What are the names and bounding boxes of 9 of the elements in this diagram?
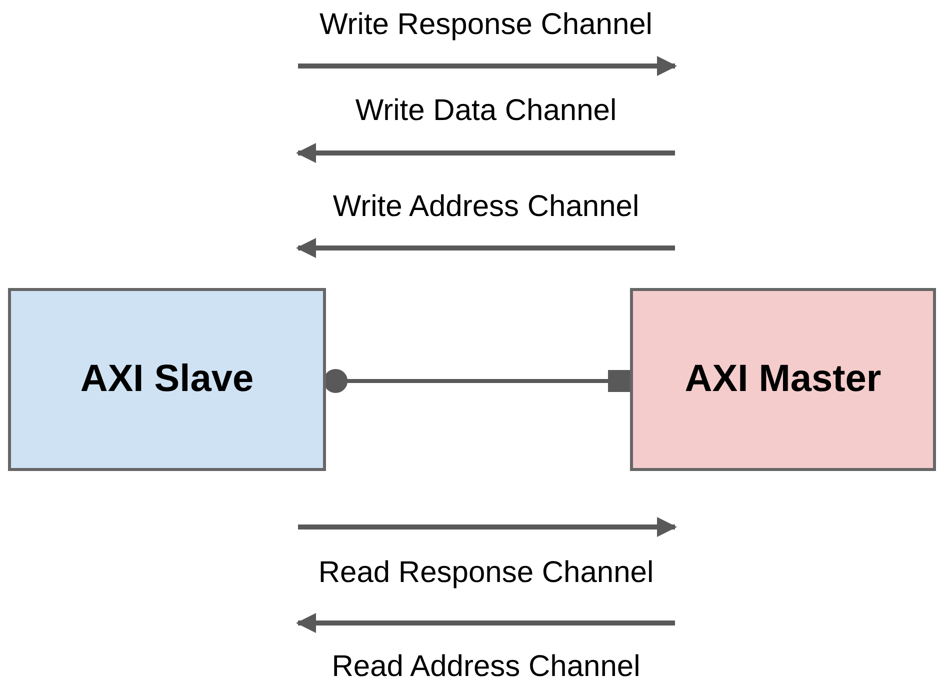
channel-label: Write Data Channel (355, 93, 617, 129)
channel-label: Read Address Channel (332, 649, 640, 679)
channel-label: Read Response Channel (318, 555, 654, 591)
channel-label: Write Response Channel (320, 7, 652, 43)
channel-label: Write Address Channel (332, 189, 640, 225)
box-title: AXI Master (684, 357, 882, 402)
component-box (630, 288, 936, 471)
component-box (8, 288, 326, 471)
box-title: AXI Slave (80, 357, 254, 402)
